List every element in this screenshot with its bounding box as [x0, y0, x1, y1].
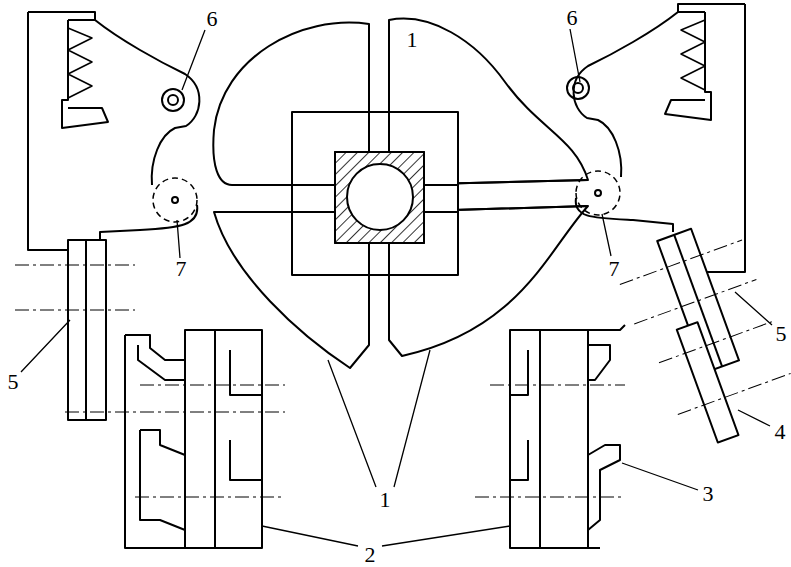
callout-number: 5 — [8, 371, 19, 393]
callout-number: 2 — [365, 544, 376, 566]
callout-number: 1 — [380, 489, 391, 511]
callout-number: 7 — [609, 258, 620, 280]
callout-number: 3 — [703, 483, 714, 505]
callout-number: 7 — [176, 258, 187, 280]
callout-number: 6 — [207, 8, 218, 30]
callout-number: 4 — [775, 421, 786, 443]
callout-number: 1 — [407, 29, 418, 51]
callout-number: 5 — [776, 323, 787, 345]
callout-number: 6 — [567, 7, 578, 29]
